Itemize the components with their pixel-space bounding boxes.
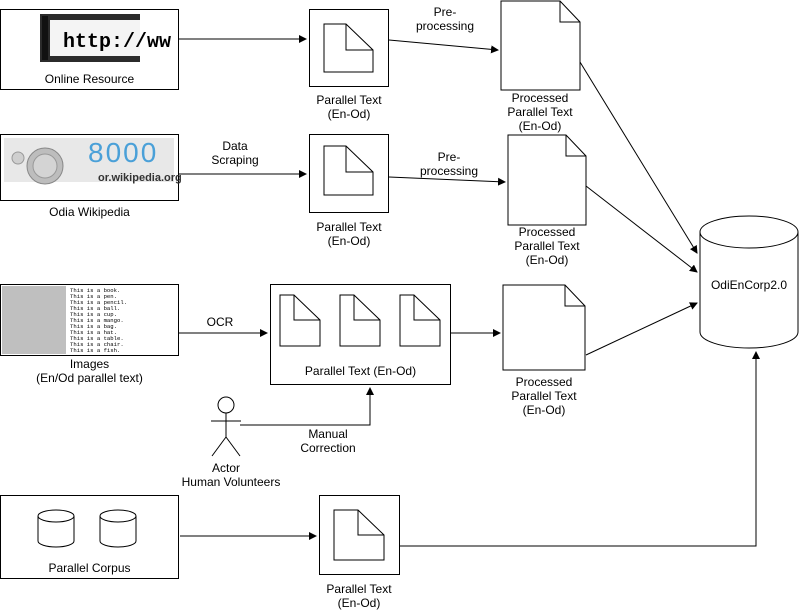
ocr-doc-2: [339, 294, 381, 347]
edge-processed2-to-database: [585, 185, 698, 273]
ocr-sample-line: This is a ball.: [70, 305, 121, 312]
preprocessing-2-line1: Pre-: [437, 150, 461, 164]
data-scraping-line1: Data: [222, 139, 248, 153]
url-bar-picture: [40, 14, 140, 62]
processed-2-line3: (En-Od): [525, 253, 569, 267]
manual-correction-line2: Correction: [300, 441, 356, 455]
processed-3-line3: (En-Od): [522, 403, 566, 417]
parallel-text-node-2[interactable]: [309, 134, 389, 213]
parallel-text-1-line1: Parallel Text: [316, 93, 382, 107]
url-text: http://ww: [63, 31, 172, 54]
images-node[interactable]: [0, 284, 179, 356]
ocr-doc-1: [279, 294, 321, 347]
wikipedia-globe-icon: [4, 138, 174, 185]
ocr-sample-line: This is a mango.: [70, 317, 124, 324]
wikipedia-count: 8000: [88, 137, 159, 168]
corpus-database-icon-1: [37, 509, 75, 548]
ocr-sample-text: This is a book.This is a pen.This is a p…: [70, 288, 176, 354]
ocr-sample-line: This is a hat.: [70, 329, 117, 336]
corpus-database-icon-2: [99, 509, 137, 548]
ocr-sample-line: This is a pencil.: [70, 299, 128, 306]
processed-1-line2: Parallel Text: [507, 105, 573, 119]
processed-doc-1[interactable]: [500, 0, 581, 91]
processed-1-line3: (En-Od): [518, 119, 562, 133]
ocr-sample-line: This is a chair.: [70, 341, 124, 348]
images-label-line1: Images: [69, 357, 110, 371]
ocr-doc-3: [399, 294, 441, 347]
edges: [179, 35, 760, 547]
parallel-text-node-4[interactable]: [319, 495, 400, 575]
parallel-corpus-node[interactable]: [0, 495, 179, 579]
odia-wikipedia-node[interactable]: [0, 134, 179, 201]
data-scraping-line2: Scraping: [211, 153, 259, 167]
ocr-sample-line: This is a cup.: [70, 311, 117, 318]
parallel-text-2-line1: Parallel Text: [316, 220, 382, 234]
edge-preprocessing-1: [388, 39, 499, 54]
parallel-text-node-3[interactable]: [270, 284, 451, 385]
edge-parallel4-to-database: [400, 351, 760, 547]
processed-doc-2[interactable]: [507, 134, 587, 226]
processed-1-line1: Processed: [511, 91, 569, 105]
processed-3-line2: Parallel Text: [511, 389, 577, 403]
processed-2-line1: Processed: [518, 225, 576, 239]
processed-3-line1: Processed: [515, 375, 573, 389]
edge-processed1-to-database: [579, 61, 698, 254]
parallel-text-1-line2: (En-Od): [327, 107, 371, 121]
ocr-sample-line: This is a bag.: [70, 323, 117, 330]
online-resource-node[interactable]: [0, 9, 179, 90]
parallel-text-2-line2: (En-Od): [327, 234, 371, 248]
online-resource-label: Online Resource: [44, 72, 135, 86]
preprocessing-1-line1: Pre-: [433, 5, 457, 19]
ocr-label: OCR: [206, 315, 234, 329]
ocr-sample-line: This is a fish.: [70, 347, 121, 354]
manual-correction-line1: Manual: [308, 427, 348, 441]
processed-2-line2: Parallel Text: [514, 239, 580, 253]
parallel-text-4-line1: Parallel Text: [326, 582, 392, 596]
ocr-sample-line: This is a pen.: [70, 293, 117, 300]
odiencorp-database[interactable]: [699, 215, 799, 349]
parallel-text-node-1[interactable]: [309, 9, 389, 87]
edge-processed3-to-database: [585, 302, 698, 356]
odiencorp-label: OdiEnCorp2.0: [710, 278, 788, 292]
images-label-line2: (En/Od parallel text): [36, 371, 143, 385]
preprocessing-2-line2: processing: [419, 164, 479, 178]
actor-label-line2: Human Volunteers: [181, 475, 281, 489]
edge-manual-correction: [240, 387, 374, 426]
actor-label-line1: Actor: [211, 461, 240, 475]
parallel-text-4-line2: (En-Od): [337, 596, 381, 610]
parallel-corpus-label: Parallel Corpus: [48, 561, 131, 575]
ocr-sample-line: This is a book.: [70, 288, 121, 294]
odia-wikipedia-label: Odia Wikipedia: [49, 205, 130, 219]
parallel-text-3-label: Parallel Text (En-Od): [304, 364, 417, 378]
edge-preprocessing-2: [388, 176, 506, 186]
preprocessing-1-line2: processing: [415, 19, 475, 33]
actor-icon[interactable]: [211, 396, 241, 457]
wikipedia-site: or.wikipedia.org: [98, 172, 182, 184]
processed-doc-3[interactable]: [502, 284, 586, 371]
ocr-sample-line: This is a table.: [70, 335, 124, 342]
